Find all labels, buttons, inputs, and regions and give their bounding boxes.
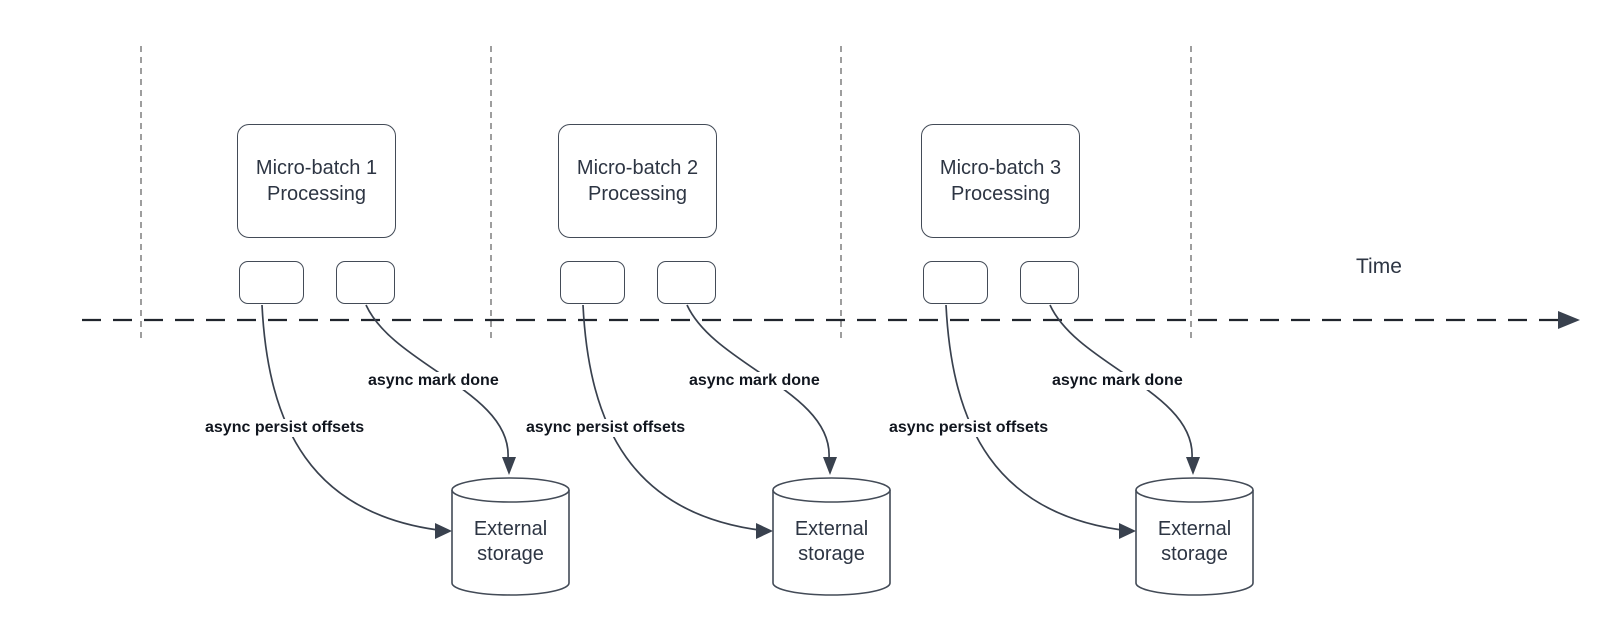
task-box-persist [923, 261, 988, 304]
mark-done-arrowhead-icon [1186, 457, 1200, 475]
persist-offsets-arrow [582, 304, 768, 532]
microbatch-box-subtitle: Processing [588, 183, 687, 205]
microbatch-box: Micro-batch 3 Processing [921, 124, 1080, 238]
microbatch-box: Micro-batch 2 Processing [558, 124, 717, 238]
external-storage-label: External storage [452, 517, 569, 567]
task-box-mark-done [336, 261, 395, 304]
persist-offsets-arrow [261, 304, 447, 532]
external-storage-label: External storage [1136, 517, 1253, 567]
mark-done-label: async mark done [365, 372, 502, 390]
mark-done-label: async mark done [686, 372, 823, 390]
microbatch-box-subtitle: Processing [951, 183, 1050, 205]
external-storage-label-line1: External [473, 518, 548, 540]
external-storage-label-line2: storage [1161, 543, 1228, 565]
microbatch-box-title: Micro-batch 1 [255, 157, 378, 179]
task-box-persist [560, 261, 625, 304]
persist-arrowhead-icon [756, 523, 773, 539]
mark-done-label: async mark done [1049, 372, 1186, 390]
persist-offsets-label: async persist offsets [202, 419, 368, 437]
external-storage-cylinder-body [451, 490, 570, 596]
persist-offsets-label: async persist offsets [523, 419, 689, 437]
external-storage-cylinder-top [772, 477, 891, 503]
task-box-mark-done [1020, 261, 1079, 304]
external-storage-label-line2: storage [798, 543, 865, 565]
mark-done-arrowhead-icon [823, 457, 837, 475]
task-box-mark-done [657, 261, 716, 304]
microbatch-group-shapes [945, 304, 1254, 596]
time-axis-label: Time [1356, 255, 1402, 278]
microbatch-group-shapes [582, 304, 891, 596]
microbatch-box-subtitle: Processing [267, 183, 366, 205]
external-storage-cylinder-body [1135, 490, 1254, 596]
external-storage-label-line1: External [1157, 518, 1232, 540]
persist-offsets-label: async persist offsets [886, 419, 1052, 437]
external-storage-cylinder-top [451, 477, 570, 503]
microbatch-box-title: Micro-batch 3 [939, 157, 1062, 179]
microbatch-group-shapes [261, 304, 570, 596]
external-storage-cylinder-body [772, 490, 891, 596]
time-axis-arrowhead-icon [1558, 311, 1580, 329]
microbatch-box-title: Micro-batch 2 [576, 157, 699, 179]
external-storage-label: External storage [773, 517, 890, 567]
external-storage-label-line2: storage [477, 543, 544, 565]
persist-offsets-arrow [945, 304, 1131, 532]
external-storage-cylinder-top [1135, 477, 1254, 503]
persist-arrowhead-icon [1119, 523, 1136, 539]
microbatch-box: Micro-batch 1 Processing [237, 124, 396, 238]
task-box-persist [239, 261, 304, 304]
persist-arrowhead-icon [435, 523, 452, 539]
mark-done-arrowhead-icon [502, 457, 516, 475]
external-storage-label-line1: External [794, 518, 869, 540]
